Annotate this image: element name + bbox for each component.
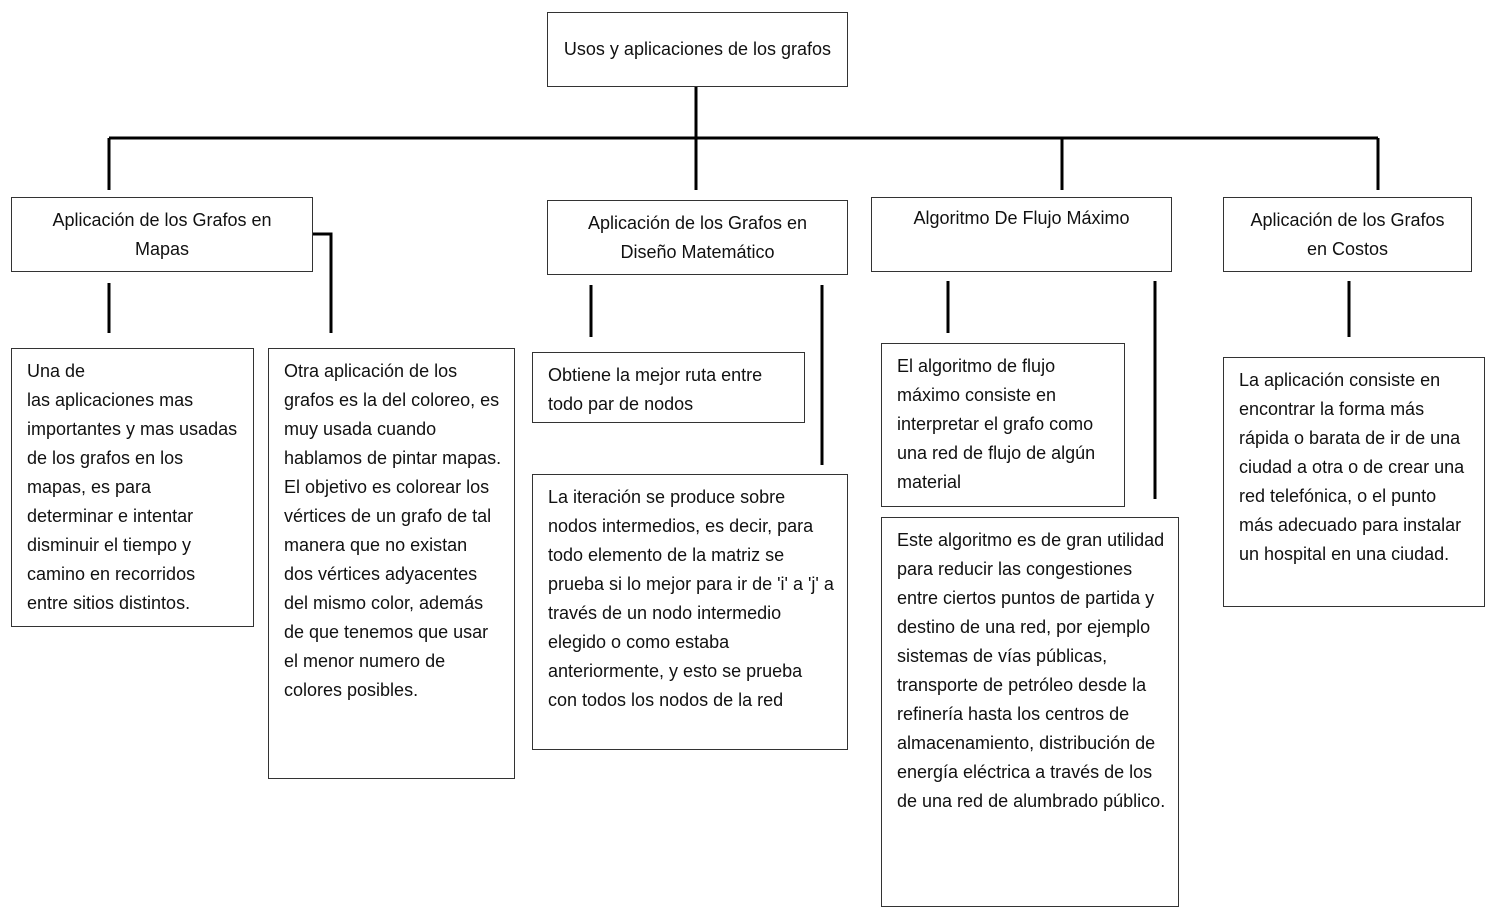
branch-mapas-title: Aplicación de los Grafos en Mapas	[52, 209, 272, 259]
mapas-detail-1: Una de las aplicaciones mas importantes …	[11, 348, 254, 627]
flujo-detail-1: El algoritmo de flujo máximo consiste en…	[881, 343, 1125, 507]
branch-flujo-node: Algoritmo De Flujo Máximo	[871, 197, 1172, 272]
branch-costos-title: Aplicación de los Grafos en Costos	[1250, 209, 1445, 259]
branch-costos-node: Aplicación de los Grafos en Costos	[1223, 197, 1472, 272]
branch-diseno-node: Aplicación de los Grafos en Diseño Matem…	[547, 200, 848, 275]
root-label: Usos y aplicaciones de los grafos	[563, 39, 832, 59]
flujo-detail-2: Este algoritmo es de gran utilidad para …	[881, 517, 1179, 907]
costos-detail-1: La aplicación consiste en encontrar la f…	[1223, 357, 1485, 607]
root-node: Usos y aplicaciones de los grafos	[547, 12, 848, 87]
branch-flujo-title: Algoritmo De Flujo Máximo	[913, 208, 1130, 228]
mapas-connector-2	[313, 232, 333, 333]
mapas-detail-2: Otra aplicación de los grafos es la del …	[268, 348, 515, 779]
branch-mapas-node: Aplicación de los Grafos en Mapas	[11, 197, 313, 272]
branch-diseno-title: Aplicación de los Grafos en Diseño Matem…	[587, 212, 808, 262]
diseno-detail-1: Obtiene la mejor ruta entre todo par de …	[532, 352, 805, 423]
diseno-detail-2: La iteración se produce sobre nodos inte…	[532, 474, 848, 750]
